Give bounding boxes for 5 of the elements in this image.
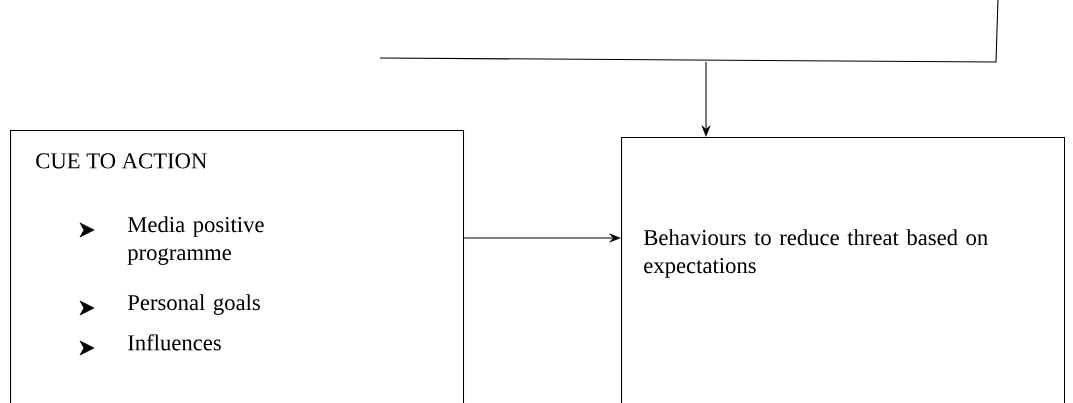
bullet-item: Media positive programme: [127, 216, 264, 265]
box-text: Behaviours to reduce threat based on expectations: [643, 229, 988, 278]
bullet-item: Personal goals: [127, 294, 260, 315]
box-heading: CUE TO ACTION: [36, 153, 207, 169]
bullet-item: Influences: [128, 334, 221, 351]
